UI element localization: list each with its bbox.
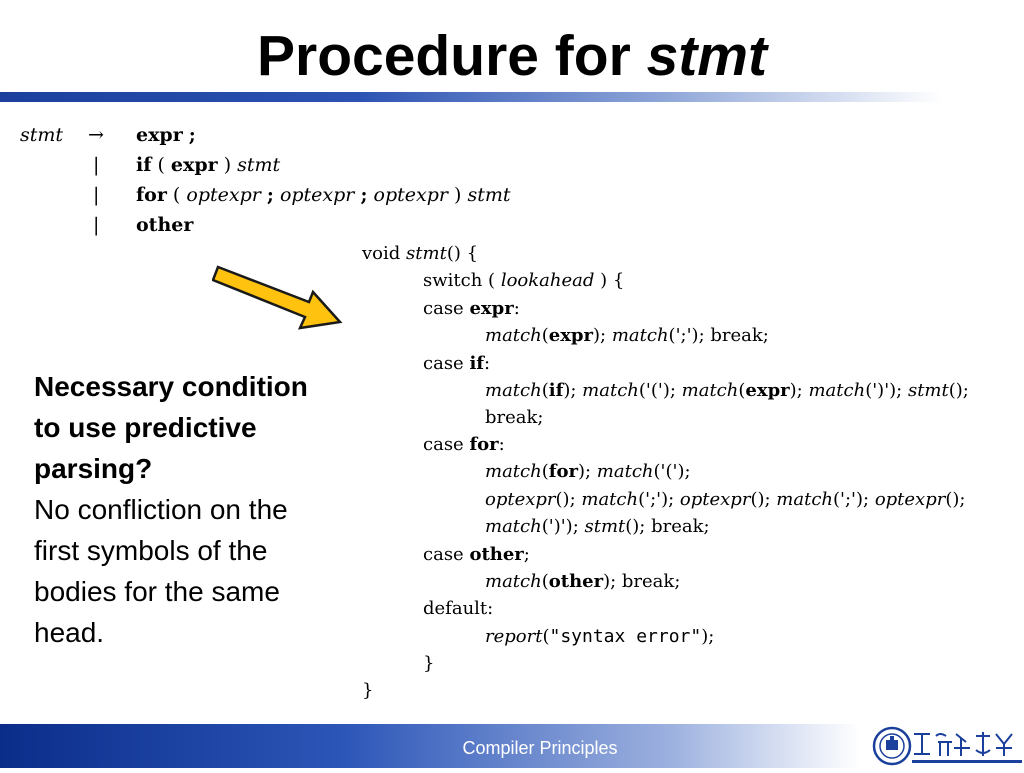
- pointer-arrow-icon: [212, 265, 343, 330]
- grammar-bar: |: [93, 184, 100, 206]
- code-line: }: [362, 680, 374, 701]
- footer-bar: [0, 724, 860, 768]
- title-rule: [0, 92, 1024, 102]
- code-line: }: [423, 653, 435, 674]
- production-expr: expr ;: [136, 124, 196, 146]
- grammar-head: stmt: [20, 124, 64, 146]
- code-line: case for:: [423, 434, 505, 455]
- code-line: report("syntax error");: [485, 626, 715, 647]
- slide-title: Procedure for stmt: [0, 22, 1024, 90]
- code-line: match(for); match('(');: [485, 461, 691, 482]
- title-prefix: Procedure for: [257, 24, 647, 88]
- footer-title: Compiler Principles: [462, 738, 618, 758]
- code-line: match(other); break;: [485, 571, 681, 592]
- production-other: other: [136, 214, 194, 236]
- code-line: void stmt() {: [362, 243, 479, 264]
- grammar-bar: |: [93, 214, 100, 236]
- note-question: Necessary condition to use predictive pa…: [34, 371, 308, 484]
- code-line: case other;: [423, 544, 530, 565]
- note-answer: No confliction on the first symbols of t…: [34, 494, 288, 648]
- grammar-arrow: →: [88, 124, 104, 146]
- code-line: case if:: [423, 353, 491, 374]
- university-logo: [866, 724, 1024, 768]
- code-line: match(if); match('('); match(expr); matc…: [485, 380, 969, 401]
- code-line: switch ( lookahead ) {: [423, 270, 625, 291]
- code-line: case expr:: [423, 298, 520, 319]
- grammar-bar: |: [93, 154, 100, 176]
- code-line: match(')'); stmt(); break;: [485, 516, 710, 537]
- production-if: if ( expr ) stmt: [136, 154, 281, 176]
- code-line: break;: [485, 407, 544, 428]
- note-text: Necessary condition to use predictive pa…: [34, 366, 334, 653]
- university-seal-icon: [872, 726, 1022, 766]
- title-emphasis: stmt: [646, 24, 767, 88]
- code-line: optexpr(); match(';'); optexpr(); match(…: [485, 489, 966, 510]
- production-for: for ( optexpr ; optexpr ; optexpr ) stmt: [136, 184, 511, 206]
- code-line: default:: [423, 598, 494, 619]
- code-line: match(expr); match(';'); break;: [485, 325, 769, 346]
